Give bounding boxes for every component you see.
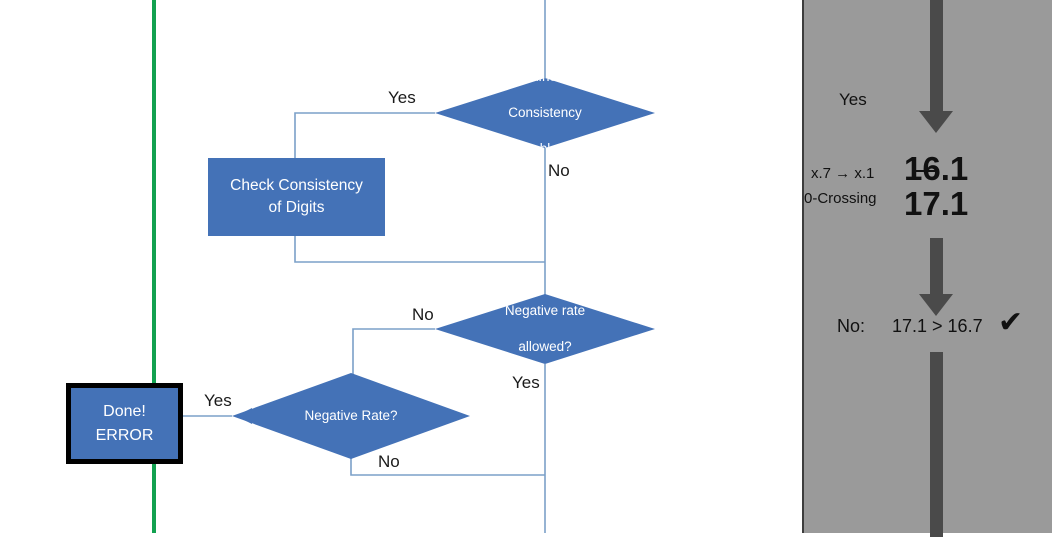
annotation-panel: Yes x.7 → x.1 0-Crossing 16.1 17.1 No: 1… (802, 0, 1052, 537)
decision-line-2: allowed? (518, 339, 572, 354)
panel-row-transition: x.7 → x.1 (811, 165, 875, 182)
edge-label-check-increase-yes: Yes (388, 88, 416, 107)
decision-line-1: CheckIncrease (499, 69, 591, 84)
arrow-head-middle-icon (919, 294, 953, 316)
arrow-shaft-bottom (930, 352, 943, 537)
edge-label-negative-allowed-yes: Yes (512, 373, 540, 392)
edge-label-negative-rate-no: No (378, 452, 400, 471)
terminal-line-2: ERROR (95, 426, 154, 444)
terminal-done-error[interactable]: Done! ERROR (66, 383, 183, 464)
flowchart-region: CheckIncrease Consistency enabled? Check… (66, 0, 655, 533)
decision-check-increase-text: CheckIncrease Consistency enabled? (488, 69, 602, 156)
decision-negative-rate-text: Negative Rate? (304, 408, 398, 423)
panel-result-label: No: (837, 316, 866, 336)
arrow-head-top-icon (919, 111, 953, 133)
process-check-consistency-text: Check Consistency of Digits (230, 175, 363, 219)
terminal-done-error-text: Done! ERROR (96, 400, 154, 448)
panel-value-struck: 16.1 (904, 150, 1052, 188)
green-guide-line (152, 0, 156, 533)
edge-label-negative-rate-yes: Yes (204, 391, 232, 410)
arrow-shaft-middle (930, 238, 943, 296)
process-check-consistency-of-digits[interactable]: Check Consistency of Digits (208, 158, 385, 236)
panel-result-checkmark-icon: ✔ (998, 306, 1024, 339)
panel-row-crossing: 0-Crossing (804, 190, 877, 207)
decision-line-2: Consistency (508, 105, 582, 120)
panel-value-current: 17.1 (904, 185, 969, 222)
process-line-2: of Digits (268, 199, 325, 216)
panel-result-expression: 17.1 > 16.7 (892, 316, 983, 336)
decision-line-3: enabled? (517, 141, 573, 156)
edge-label-negative-allowed-no: No (412, 305, 434, 324)
panel-label-yes: Yes (839, 90, 867, 109)
decision-negative-rate-allowed-text: Negative rate allowed? (493, 302, 597, 356)
decision-line-1: Negative rate (504, 303, 586, 318)
terminal-line-1: Done! (103, 402, 146, 420)
process-line-1: Check Consistency (230, 177, 363, 194)
edge-label-check-increase-no: No (548, 161, 570, 180)
arrow-shaft-top (930, 0, 943, 111)
